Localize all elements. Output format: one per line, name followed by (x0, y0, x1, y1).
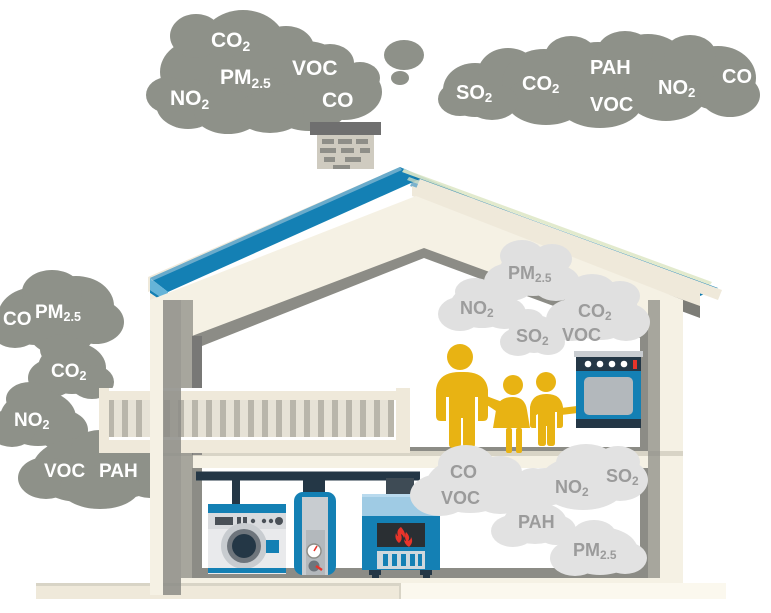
cloud-indoor-co2-voc (546, 274, 650, 341)
cloud-indoor-pm25 (484, 240, 580, 301)
cloud-basement-no2-so2 (517, 444, 648, 510)
pipe-joint-boiler (386, 478, 414, 496)
water-heater[interactable] (294, 492, 336, 575)
gas-stove[interactable] (574, 351, 643, 428)
cloud-outdoor-top-right (438, 31, 760, 128)
cloud-outdoor-left-no2 (0, 382, 88, 450)
cloud-basement-pah (491, 494, 576, 547)
cloud-basement-pm25 (550, 520, 647, 576)
washing-machine[interactable] (208, 504, 286, 574)
pipe-joint-heater (303, 478, 325, 492)
cloud-outdoor-top-left (146, 10, 424, 134)
balcony-railing[interactable] (99, 388, 410, 453)
family-figures (436, 344, 578, 453)
boiler-furnace[interactable] (362, 494, 440, 578)
cloud-indoor-no2 (438, 278, 526, 331)
brick-chimney (310, 122, 381, 169)
